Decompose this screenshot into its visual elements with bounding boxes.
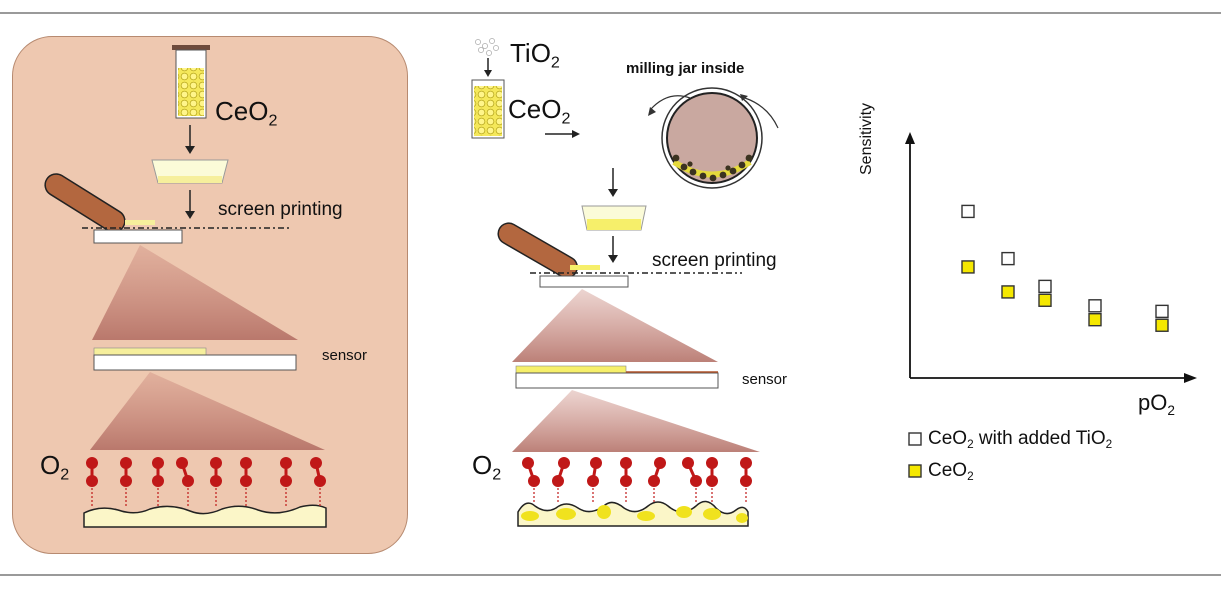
legend-entry-ceo2: CeO2: [928, 460, 974, 484]
o2-molecule: [552, 457, 570, 504]
left-beam-1: [92, 245, 298, 340]
o2-molecule: [682, 457, 702, 504]
point-ceo2: [1001, 285, 1015, 299]
middle-paste: [570, 265, 600, 270]
middle-sensor-chip: [515, 365, 719, 389]
middle-beam-1: [512, 289, 718, 362]
o2-molecule: [310, 457, 326, 508]
o2-molecule: [620, 457, 632, 504]
middle-beam-2: [512, 390, 760, 452]
o2-molecule: [522, 457, 540, 504]
o2-molecule: [86, 457, 98, 508]
point-ceo2-tio2: [1001, 251, 1015, 266]
legend-entry-ceo2-tio2: CeO2 with added TiO2: [928, 428, 1113, 452]
left-squeegee: [44, 173, 126, 233]
left-arrow-2: [185, 190, 195, 219]
o2-molecule: [706, 457, 718, 504]
o2-molecule: [648, 457, 666, 504]
middle-surface: [517, 500, 749, 527]
o2-molecule: [240, 457, 252, 508]
middle-squeegee: [497, 222, 579, 279]
point-ceo2-tio2: [1038, 279, 1052, 294]
point-ceo2: [961, 260, 975, 274]
chart-y-axis: [905, 132, 915, 378]
middle-arrow-tio2: [484, 58, 492, 77]
o2-molecule: [152, 457, 164, 508]
middle-arrow-2: [608, 236, 618, 263]
left-screen-printing-label: screen printing: [218, 199, 343, 220]
middle-arrow-to-jar: [545, 130, 580, 138]
o2-molecule: [176, 457, 194, 508]
left-surface: [83, 504, 327, 528]
o2-molecule: [740, 457, 752, 504]
left-ceo2-tube: [172, 45, 210, 119]
legend-marker-ceo2-tio2: [908, 432, 922, 446]
o2-molecule: [210, 457, 222, 508]
milling-jar: [648, 87, 779, 189]
o2-molecule: [280, 457, 292, 508]
chart-x-axis: [910, 373, 1197, 383]
point-ceo2-tio2: [1088, 299, 1102, 313]
top-rule: [0, 12, 1221, 14]
left-cup: [151, 159, 229, 184]
left-sensor-label: sensor: [322, 347, 368, 364]
left-substrate: [93, 229, 183, 244]
bottom-rule: [0, 574, 1221, 576]
middle-screen-printing-label: screen printing: [652, 250, 777, 271]
o2-molecule: [587, 457, 602, 504]
o2-molecule: [120, 457, 132, 508]
middle-sensor-label: sensor: [742, 371, 788, 388]
point-ceo2-tio2: [961, 204, 975, 219]
point-ceo2: [1088, 312, 1102, 327]
middle-ceo2-tube: [471, 79, 505, 139]
middle-tio2-powder: [475, 38, 499, 56]
middle-substrate: [539, 275, 629, 288]
left-o2-label: O2: [40, 450, 70, 484]
left-o2-molecules: [86, 457, 326, 508]
chart-x-axis-label: pO2: [1138, 390, 1175, 418]
point-ceo2: [1155, 318, 1169, 332]
middle-ceo2-label: CeO2: [508, 94, 571, 128]
left-ceo2-label: CeO2: [215, 96, 278, 130]
point-ceo2-tio2: [1155, 304, 1169, 319]
middle-tio2-label: TiO2: [510, 38, 560, 72]
milling-jar-label: milling jar inside: [626, 60, 745, 77]
middle-o2-molecules: [522, 457, 752, 504]
left-paste: [125, 220, 155, 225]
chart-y-axis-label: Sensitivity: [858, 102, 875, 175]
middle-o2-label: O2: [472, 450, 502, 484]
middle-arrow-1: [608, 168, 618, 197]
left-beam-2: [90, 372, 325, 450]
middle-cup: [581, 205, 647, 231]
legend-marker-ceo2: [908, 464, 922, 478]
point-ceo2: [1038, 293, 1052, 307]
chart-marks: [961, 204, 1169, 332]
left-sensor-chip: [93, 347, 297, 371]
left-arrow-1: [185, 125, 195, 154]
